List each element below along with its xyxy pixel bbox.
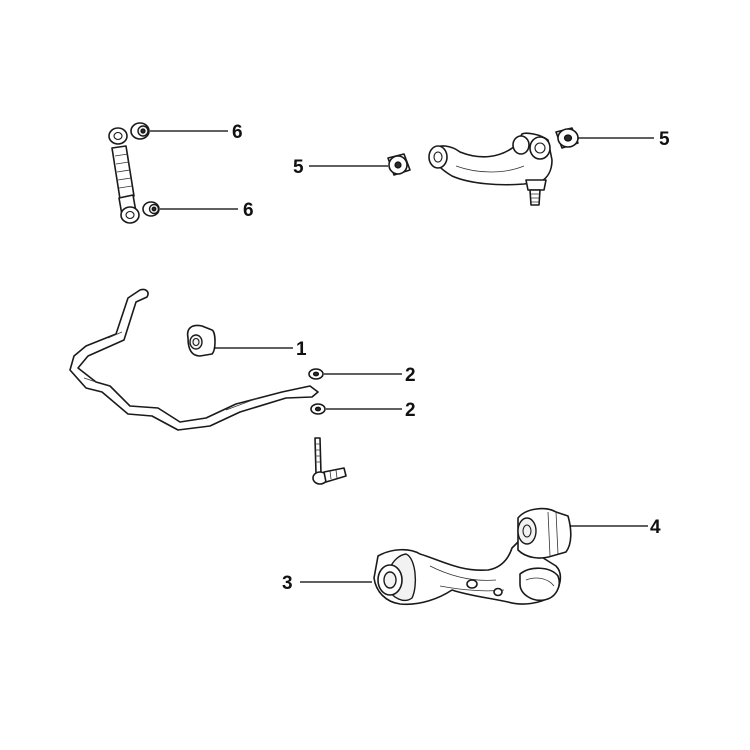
stabilizer-bushing — [186, 324, 216, 357]
callout-5-right: 5 — [659, 129, 670, 150]
callout-2-lower: 2 — [405, 400, 416, 421]
shock-bushing-lower — [142, 201, 160, 217]
callout-6-upper: 6 — [232, 122, 243, 143]
shock-bushing-upper — [130, 122, 150, 140]
upper-control-arm — [428, 132, 553, 206]
callout-1: 1 — [296, 339, 307, 360]
leader-lines — [150, 130, 654, 583]
control-arm-bushing-right — [555, 127, 579, 149]
lower-control-arm — [373, 539, 562, 606]
callout-5-left: 5 — [293, 157, 304, 178]
callout-4: 4 — [650, 517, 661, 538]
stabilizer-bar — [69, 288, 319, 431]
callout-3: 3 — [282, 573, 293, 594]
shock-absorber — [108, 127, 140, 224]
callout-6-lower: 6 — [243, 200, 254, 221]
lower-arm-rear-bushing — [517, 507, 572, 559]
stabilizer-link — [312, 437, 347, 485]
washer-upper — [308, 368, 324, 380]
washer-lower — [310, 403, 326, 415]
control-arm-bushing-left — [387, 153, 411, 176]
callout-2-upper: 2 — [405, 365, 416, 386]
